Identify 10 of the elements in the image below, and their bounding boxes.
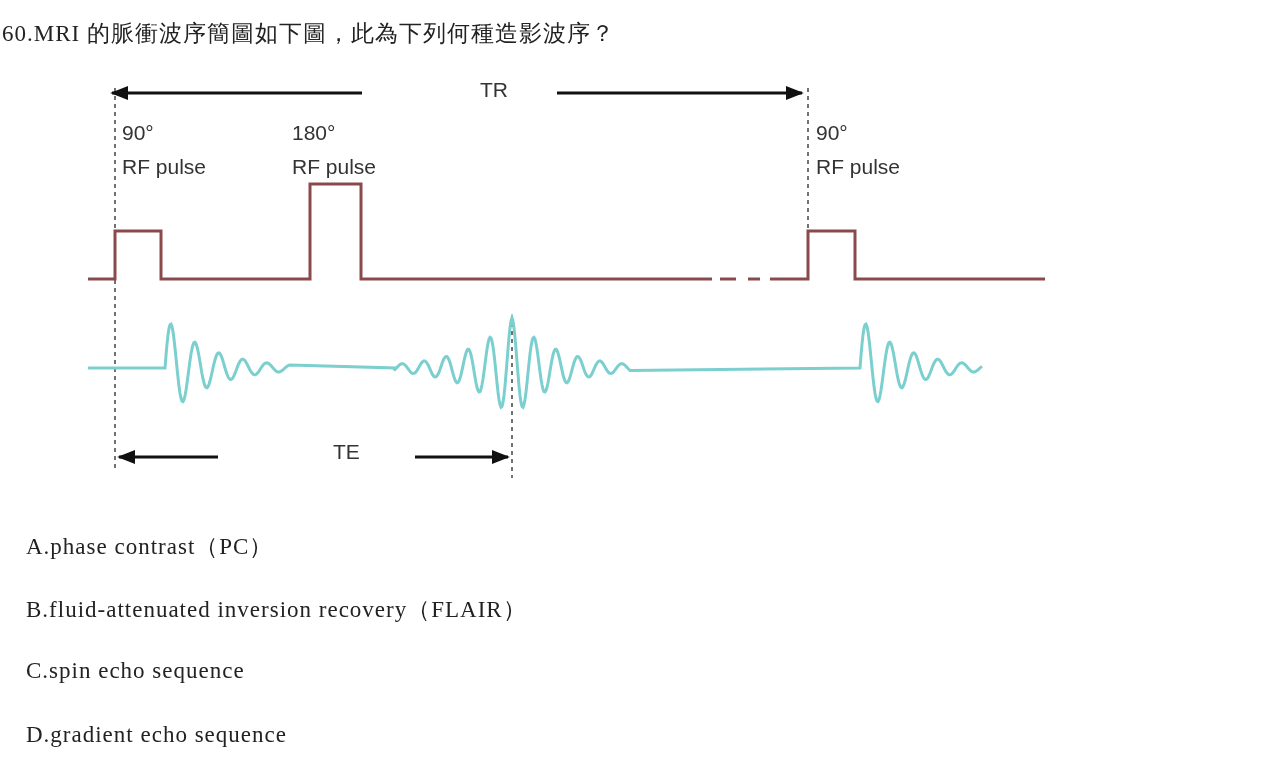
answer-option: A.phase contrast（PC） [26, 531, 274, 562]
pulse-label: 180° RF pulse [292, 120, 377, 180]
dimension-label: TR [480, 78, 508, 102]
answer-option: D.gradient echo sequence [26, 722, 287, 748]
pulse-label: 90° RF pulse [816, 120, 901, 180]
dimension-label: TE [333, 440, 360, 464]
pulse-label: 90° RF pulse [122, 120, 207, 180]
answer-option: C.spin echo sequence [26, 658, 245, 684]
answer-option: B.fluid-attenuated inversion recovery（FLAIR） [26, 594, 527, 625]
question-text: 60.MRI 的脈衝波序簡圖如下圖，此為下列何種造影波序？ [2, 20, 615, 48]
